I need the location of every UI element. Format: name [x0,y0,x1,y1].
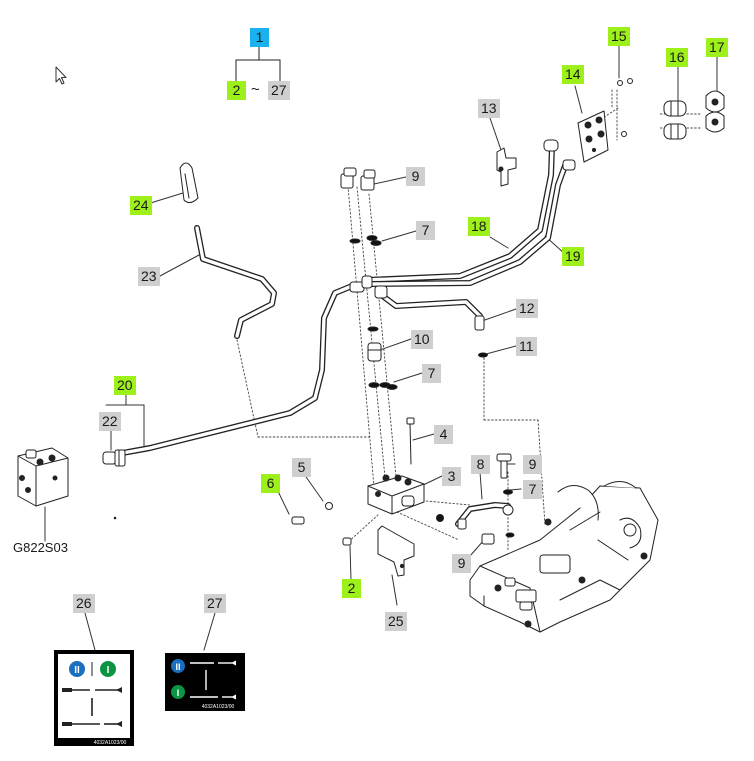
callout-part-c27[interactable]: 27 [204,594,226,613]
pipes [114,143,569,527]
callout-part-c10[interactable]: 10 [411,330,433,349]
callout-range-start[interactable]: 2 [227,81,246,100]
callout-part-c23[interactable]: 23 [138,267,160,286]
callout-part-c16[interactable]: 16 [666,48,688,67]
callout-part-c2[interactable]: 2 [342,579,361,598]
callout-part-c12[interactable]: 12 [516,299,538,318]
hose-fittings [457,453,515,545]
callout-part-c14[interactable]: 14 [562,65,584,84]
pipe-fittings [102,139,576,467]
decal-27: 4032A1023/00 II I [165,653,245,711]
callout-part-c20[interactable]: 20 [114,376,136,395]
bracket-25 [342,525,415,577]
assembly-guides [236,89,701,551]
callout-part-c8[interactable]: 8 [471,455,490,474]
leader-lines [44,45,718,651]
callout-part-c26[interactable]: 26 [73,594,95,613]
decal-26: 4032A1023/00 II I [54,650,134,746]
callout-part-c18[interactable]: 18 [468,217,490,236]
range-separator: ~ [251,81,260,98]
callout-part-c25[interactable]: 25 [385,612,407,631]
callout-part-c7a[interactable]: 7 [416,221,435,240]
callout-range-end[interactable]: 27 [268,81,290,100]
bracket-13 [496,147,517,187]
callout-part-c22[interactable]: 22 [99,412,121,431]
caps-17 [705,90,725,133]
top-fittings [340,167,488,390]
decal-26-ring1: II [74,665,80,676]
decal-26-ring2: I [107,665,110,676]
callout-part-c9a[interactable]: 9 [406,167,425,186]
callout-part-c6[interactable]: 6 [261,474,280,493]
callout-part-c9c[interactable]: 9 [452,554,471,573]
callout-part-c24[interactable]: 24 [130,196,152,215]
cursor-icon [55,66,67,85]
decal-26-code: 4032A1023/00 [94,740,127,746]
callout-part-c17[interactable]: 17 [706,38,728,57]
decal-27-ring2: I [177,688,180,698]
reference-code-label: G822S03 [13,540,68,555]
callout-part-c7c[interactable]: 7 [523,480,542,499]
decal-27-ring1: II [175,662,180,672]
callout-part-c13[interactable]: 13 [478,99,500,118]
lift-housing [469,481,659,633]
lever-knob [179,162,199,204]
callout-part-c7b[interactable]: 7 [422,364,441,383]
callout-part-c9b[interactable]: 9 [523,455,542,474]
callout-part-c15[interactable]: 15 [608,27,630,46]
callout-part-c19[interactable]: 19 [562,247,584,266]
plate-14 [577,78,633,163]
decal-27-code: 4032A1023/00 [202,704,235,710]
callout-part-c5[interactable]: 5 [292,458,311,477]
valve-block [17,447,117,520]
couplers-16 [663,100,687,140]
header-bracket [235,46,281,82]
callout-part-c3[interactable]: 3 [442,467,461,486]
callout-part-c4[interactable]: 4 [434,425,453,444]
callout-assembly-1[interactable]: 1 [250,28,269,47]
callout-part-c11[interactable]: 11 [516,337,537,356]
control-valve [291,417,444,525]
